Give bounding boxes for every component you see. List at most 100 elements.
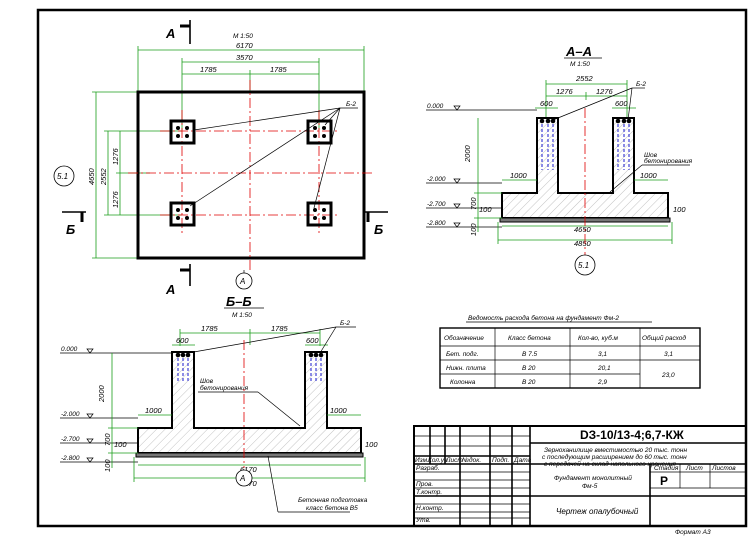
svg-text:-2.700: -2.700 (61, 436, 80, 443)
section-bb-axis-bubble (235, 469, 253, 487)
foundation-plan: М 1:50 6170 3570 1785 1785 4650 2552 127… (53, 20, 388, 297)
table-row: Бет. подг. В 7.5 3,1 3,1 (446, 350, 673, 358)
svg-text:В 20: В 20 (522, 365, 536, 372)
section-aa-seam-label-1: Шов (644, 152, 658, 159)
svg-text:1785: 1785 (201, 324, 219, 333)
svg-text:600: 600 (615, 99, 628, 108)
svg-text:100: 100 (103, 459, 112, 472)
svg-text:600: 600 (176, 336, 189, 345)
table-merged-total: 23,0 (661, 372, 675, 379)
plan-dim-1276b: 1276 (111, 190, 120, 208)
svg-text:100: 100 (114, 440, 127, 449)
title-sheet-header: Лист (685, 465, 703, 472)
table-header-class: Класс бетона (508, 334, 551, 342)
svg-text:№док.: №док. (462, 456, 481, 464)
section-aa-title: А–А (565, 44, 592, 59)
svg-text:2000: 2000 (97, 384, 106, 403)
title-object-line-2: Фм-5 (582, 483, 598, 490)
svg-text:Бет. подг.: Бет. подг. (446, 350, 479, 358)
plan-axis-bubble-5-1 (53, 165, 75, 187)
section-aa-scale: М 1:50 (570, 61, 590, 68)
section-bb-title: Б–Б (226, 294, 252, 309)
plan-dim-3570: 3570 (236, 53, 254, 62)
svg-text:-2.800: -2.800 (61, 455, 80, 462)
plan-cut-label-bottom: А (165, 282, 175, 297)
svg-text:-2.000: -2.000 (427, 176, 446, 183)
section-aa-axis-bubble (574, 254, 596, 276)
section-bb-seam-label-1: Шов (200, 378, 214, 385)
concrete-table: Ведомость расхода бетона на фундамент Фм… (439, 314, 701, 389)
title-drawing-name: Чертеж опалубочный (556, 507, 639, 516)
signer-developer: Разраб. (416, 464, 440, 472)
svg-text:Б-2: Б-2 (636, 81, 646, 88)
svg-text:1276: 1276 (556, 87, 574, 96)
svg-text:3,1: 3,1 (664, 351, 673, 358)
plan-dim-1785b: 1785 (270, 65, 288, 74)
plan-column-tl (169, 119, 196, 145)
svg-text:700: 700 (469, 197, 478, 210)
section-bb-seam-label-2: бетонирования (200, 384, 249, 392)
sheet-format: Формат А3 (675, 529, 711, 536)
svg-text:4850: 4850 (574, 239, 592, 248)
plan-cut-label-top: А (165, 26, 175, 41)
svg-text:6170: 6170 (240, 465, 258, 474)
table-header-total: Общий расход (642, 334, 686, 342)
svg-text:А: А (239, 474, 245, 483)
svg-text:100: 100 (469, 223, 478, 236)
section-bb-prep-label-2: класс бетона В5 (306, 504, 358, 512)
svg-text:700: 700 (103, 433, 112, 446)
plan-dim-2552: 2552 (99, 167, 108, 186)
section-bb: Б–Б М 1:50 1785 1785 600 600 Б-2 Шов бет… (60, 294, 378, 513)
svg-text:1000: 1000 (510, 171, 528, 180)
plan-dim-1276a: 1276 (111, 147, 120, 165)
svg-text:Подп.: Подп. (492, 456, 509, 464)
svg-text:100: 100 (365, 440, 378, 449)
svg-text:0.000: 0.000 (61, 346, 78, 353)
signer-approver: Утв. (415, 517, 431, 524)
table-header-volume: Кол-во, куб.м (578, 334, 619, 342)
table-row: Колонна В 20 2,9 (450, 379, 607, 386)
sheet-frame (36, 8, 748, 528)
svg-text:20,1: 20,1 (597, 365, 611, 372)
svg-text:Кол.уч.: Кол.уч. (428, 457, 449, 464)
title-stage: Р (660, 474, 668, 488)
section-bb-prep-label-1: Бетонная подготовка (298, 496, 368, 504)
svg-text:3,1: 3,1 (598, 351, 607, 358)
plan-slab-outline (136, 90, 366, 260)
svg-text:Колонна: Колонна (450, 379, 476, 386)
section-aa: А–А М 1:50 2552 1276 1276 600 600 Б-2 Шо… (426, 44, 693, 276)
svg-text:1000: 1000 (330, 406, 348, 415)
svg-text:600: 600 (306, 336, 319, 345)
plan-section-label-right: Б (374, 222, 383, 237)
title-project-line-2: с последующим расширением до 60 тыс. тон… (542, 453, 687, 461)
svg-text:600: 600 (540, 99, 553, 108)
section-aa-seam-label-2: бетонирования (644, 157, 693, 165)
plan-scale: М 1:50 (233, 33, 253, 40)
svg-text:2,9: 2,9 (597, 379, 607, 386)
svg-text:0.000: 0.000 (427, 103, 444, 110)
svg-text:Дата: Дата (513, 457, 532, 464)
plan-dim-1785a: 1785 (200, 65, 218, 74)
svg-text:Б-2: Б-2 (340, 320, 350, 327)
plan-column-bl (169, 201, 196, 227)
svg-text:В 20: В 20 (522, 379, 536, 386)
section-bb-scale: М 1:50 (232, 312, 252, 319)
svg-text:1000: 1000 (145, 406, 163, 415)
svg-text:-2.000: -2.000 (61, 411, 80, 418)
svg-text:1785: 1785 (271, 324, 289, 333)
svg-text:Изм.: Изм. (415, 457, 429, 464)
svg-text:А: А (239, 277, 245, 286)
svg-text:-2.800: -2.800 (427, 220, 446, 227)
svg-text:Лист: Лист (445, 457, 463, 464)
signer-tech-control: Т.контр. (416, 489, 442, 496)
plan-section-label-left: Б (66, 222, 75, 237)
svg-text:5.1: 5.1 (57, 172, 68, 181)
plan-column-tr (306, 119, 333, 145)
title-project-line-1: Зерноханилище вместимостью 20 тыс. тонн (544, 447, 687, 454)
title-stage-header: Стадия (654, 464, 679, 472)
svg-text:5.1: 5.1 (578, 261, 589, 270)
svg-text:В 7.5: В 7.5 (522, 351, 538, 358)
svg-text:1276: 1276 (596, 87, 614, 96)
table-row: Нижн. плита В 20 20,1 (446, 365, 611, 372)
